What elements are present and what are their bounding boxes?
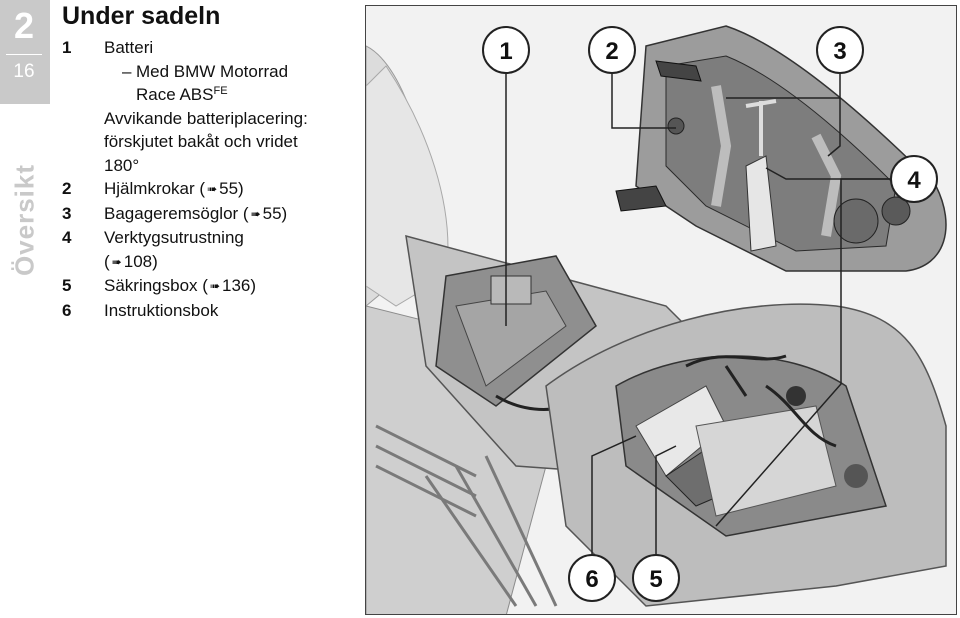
svg-text:6: 6 [585, 566, 598, 593]
legend-item: 6 Instruktionsbok [62, 299, 352, 323]
page-reference-arrow-icon: ➠ [250, 206, 261, 221]
legend-text: Hjälmkrokar ( [104, 179, 206, 198]
motorcycle-illustration: 1 2 3 4 6 5 [365, 5, 957, 615]
legend-number: 2 [62, 179, 72, 198]
chapter-side-label: Översikt [6, 164, 44, 276]
callout-2: 2 [588, 26, 636, 74]
chapter-side-label-text: Översikt [9, 163, 40, 277]
legend-item: 5 Säkringsbox (➠136) [62, 274, 352, 299]
callout-1: 1 [482, 26, 530, 74]
legend-note-text: förskjutet bakåt och vridet [104, 132, 298, 151]
section-title: Under sadeln [62, 2, 221, 30]
svg-text:1: 1 [499, 38, 512, 65]
page-reference[interactable]: 55) [219, 179, 244, 198]
chapter-number: 2 [13, 5, 35, 46]
dash-glyph: – [122, 61, 132, 81]
legend-note: 180° [62, 154, 352, 178]
page-reference[interactable]: 55) [262, 203, 288, 223]
legend-note-text: Avvikande batteriplacering: [104, 108, 308, 128]
legend-sub-text: Med BMW Motorrad [136, 61, 289, 81]
under-seat-drawing: 1 2 3 4 6 5 [366, 6, 956, 614]
legend-text: Instruktionsbok [104, 300, 219, 320]
legend-sub-item: –Med BMW Motorrad [62, 60, 352, 84]
superscript: FE [213, 85, 228, 97]
svg-text:3: 3 [833, 38, 846, 65]
legend-note-text: 180° [104, 155, 140, 175]
callout-6: 6 [568, 554, 616, 602]
legend-item-continued: (➠108) [62, 250, 352, 275]
callout-leader-lines [505, 74, 890, 556]
chapter-divider [6, 54, 42, 55]
callout-3: 3 [816, 26, 864, 74]
page-reference-arrow-icon: ➠ [209, 279, 220, 293]
page-reference-arrow-icon: ➠ [111, 254, 122, 269]
legend-note: förskjutet bakåt och vridet [62, 130, 352, 154]
legend-item: 2 Hjälmkrokar (➠55) [62, 177, 352, 202]
legend-text: Bagageremsöglor ( [104, 203, 249, 223]
legend-sub-text: Race ABS [136, 85, 214, 104]
legend-item: 4 Verktygsutrustning [62, 226, 352, 250]
legend-number: 6 [62, 300, 72, 320]
page-number: 16 [13, 61, 35, 82]
legend-note: Avvikande batteriplacering: [62, 107, 352, 131]
svg-text:4: 4 [907, 167, 921, 194]
callout-5: 5 [632, 554, 680, 602]
page-reference-arrow-icon: ➠ [207, 182, 218, 196]
svg-text:2: 2 [605, 38, 618, 65]
page-reference[interactable]: 136) [222, 276, 257, 295]
legend-text: ( [104, 251, 110, 271]
legend-number: 3 [62, 203, 72, 223]
legend-text: Säkringsbox ( [104, 276, 208, 295]
legend-text: Batteri [104, 38, 154, 57]
legend-item: 1 Batteri [62, 36, 352, 60]
legend-text: Verktygsutrustning [104, 228, 244, 247]
legend-number: 1 [62, 38, 72, 57]
page-reference[interactable]: 108) [123, 251, 158, 271]
chapter-tab: 2 16 [0, 0, 50, 104]
legend-sub-item: Race ABSFE [62, 83, 352, 107]
callout-4: 4 [890, 155, 938, 203]
legend-list: 1 Batteri –Med BMW Motorrad Race ABSFE A… [62, 36, 352, 322]
svg-text:5: 5 [649, 566, 662, 593]
legend-number: 5 [62, 276, 72, 295]
legend-number: 4 [62, 228, 72, 247]
legend-item: 3 Bagageremsöglor (➠55) [62, 202, 352, 227]
